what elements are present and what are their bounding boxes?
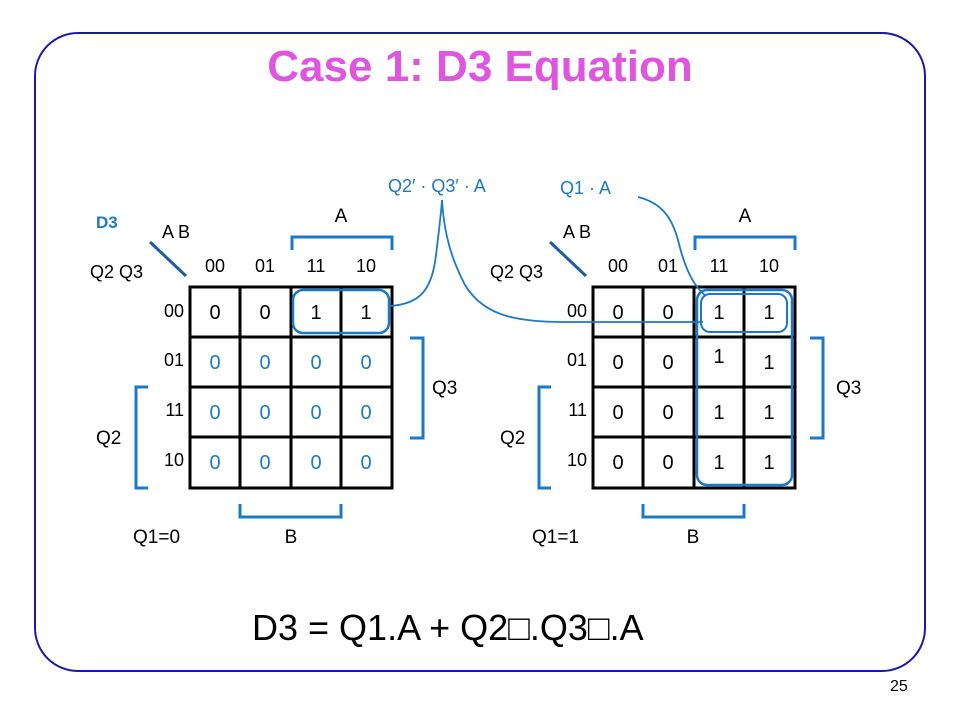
map2-corner-q2q3: Q2 Q3 [490,262,543,282]
kmap-cell: 0 [259,352,270,374]
term-label-q2n-q3n-a: Q2′ · Q3′ · A [388,176,486,196]
map2-bracket-q3 [810,336,825,440]
kmap-q1-1: A B Q2 Q3 00 01 11 10 00 01 11 10 0 0 1 … [490,206,861,548]
kmap-cell: 0 [662,352,673,374]
map1-corner-q2q3: Q2 Q3 [90,262,143,282]
map1-group-outline [291,288,391,335]
map1-bracket-q3 [410,336,425,440]
kmap-cell: 0 [259,402,270,424]
page-number: 25 [890,678,908,695]
slide-frame [34,32,926,672]
map1-bracket-a [290,235,394,250]
map2-group-outline-top-row [700,293,788,333]
kmap-q1-0: A B Q2 Q3 00 01 11 10 00 01 11 10 0 0 1 … [90,206,457,548]
kmap-cell: 0 [209,452,220,474]
connector-curve-map1 [389,199,443,307]
map1-col-header: 00 [205,256,225,276]
map1-row-header: 11 [165,400,184,420]
map2-corner-ab: A B [563,222,591,242]
map2-col-header: 01 [658,256,678,276]
map1-bracket-q3-label: Q3 [432,378,457,399]
kmap-cell: 0 [360,402,371,424]
map2-grid [591,285,797,490]
kmap-cell: 0 [662,452,673,474]
map1-col-header: 10 [356,256,376,276]
kmap-cell: 0 [662,402,673,424]
kmap-cell: 0 [310,402,321,424]
kmap-cell: 0 [360,452,371,474]
kmap-cell: 0 [612,402,623,424]
map2-bracket-a [693,235,797,250]
map2-row-header: 00 [567,301,587,321]
map2-row-header: 10 [567,450,587,470]
map1-bracket-q2 [134,385,148,490]
map1-bracket-b-label: B [285,527,298,548]
kmap-cell: 0 [612,302,623,324]
kmap-cell: 0 [310,452,321,474]
kmap-cell: 1 [360,302,371,324]
connector-curve-q1a [637,196,707,297]
map2-col-header: 00 [608,256,628,276]
map1-row-header: 10 [164,450,184,470]
kmap-cell: 1 [713,402,724,424]
kmap-cell: 0 [310,352,321,374]
map2-row-header: 01 [567,350,587,370]
kmap-cell: 0 [259,302,270,324]
slide-title: Case 1: D3 Equation [267,42,693,91]
map2-bracket-b [641,504,746,519]
map1-col-header: 01 [255,256,275,276]
kmap-cell: 0 [662,302,673,324]
map1-grid [188,285,394,490]
map2-condition: Q1=1 [532,527,579,548]
connector-curve-map2 [441,199,703,323]
kmap-cell: 1 [763,302,774,324]
kmap-cell: 1 [713,302,724,324]
map2-bracket-b-label: B [687,527,700,548]
map2-row-header: 11 [568,400,587,420]
kmap-cell: 0 [360,352,371,374]
kmap-cell: 1 [763,352,774,374]
map2-bracket-q2 [537,385,551,490]
kmap-cell: 0 [259,452,270,474]
map2-bracket-q2-label: Q2 [500,428,525,449]
map1-col-header: 11 [307,256,326,276]
kmap-cell: 1 [763,452,774,474]
kmap-cell: 0 [612,452,623,474]
kmap-cell: 0 [612,352,623,374]
map1-row-header: 00 [164,301,184,321]
kmap-cell: 0 [209,352,220,374]
kmap-cell: 1 [763,402,774,424]
map2-bracket-a-label: A [739,206,752,227]
kmap-cell: 1 [713,452,724,474]
map1-bracket-q2-label: Q2 [96,428,121,449]
map2-col-header: 11 [710,256,729,276]
map1-bracket-a-label: A [335,206,348,227]
map1-condition: Q1=0 [133,527,180,548]
term-label-q1-a: Q1 · A [560,178,611,198]
final-equation: D3 = Q1.A + Q2□.Q3□.A [252,607,644,648]
kmap-cell: 1 [713,346,724,368]
map2-col-header: 10 [759,256,779,276]
kmap-cell: 0 [209,402,220,424]
kmap-cell: 0 [209,302,220,324]
output-label: D3 [96,213,118,232]
map1-row-header: 01 [164,350,184,370]
map2-group-outline-q1a [695,288,794,487]
kmap-cell: 1 [310,302,321,324]
map1-corner-ab: A B [162,222,190,242]
map2-bracket-q3-label: Q3 [836,378,861,399]
map1-bracket-b [238,504,343,519]
